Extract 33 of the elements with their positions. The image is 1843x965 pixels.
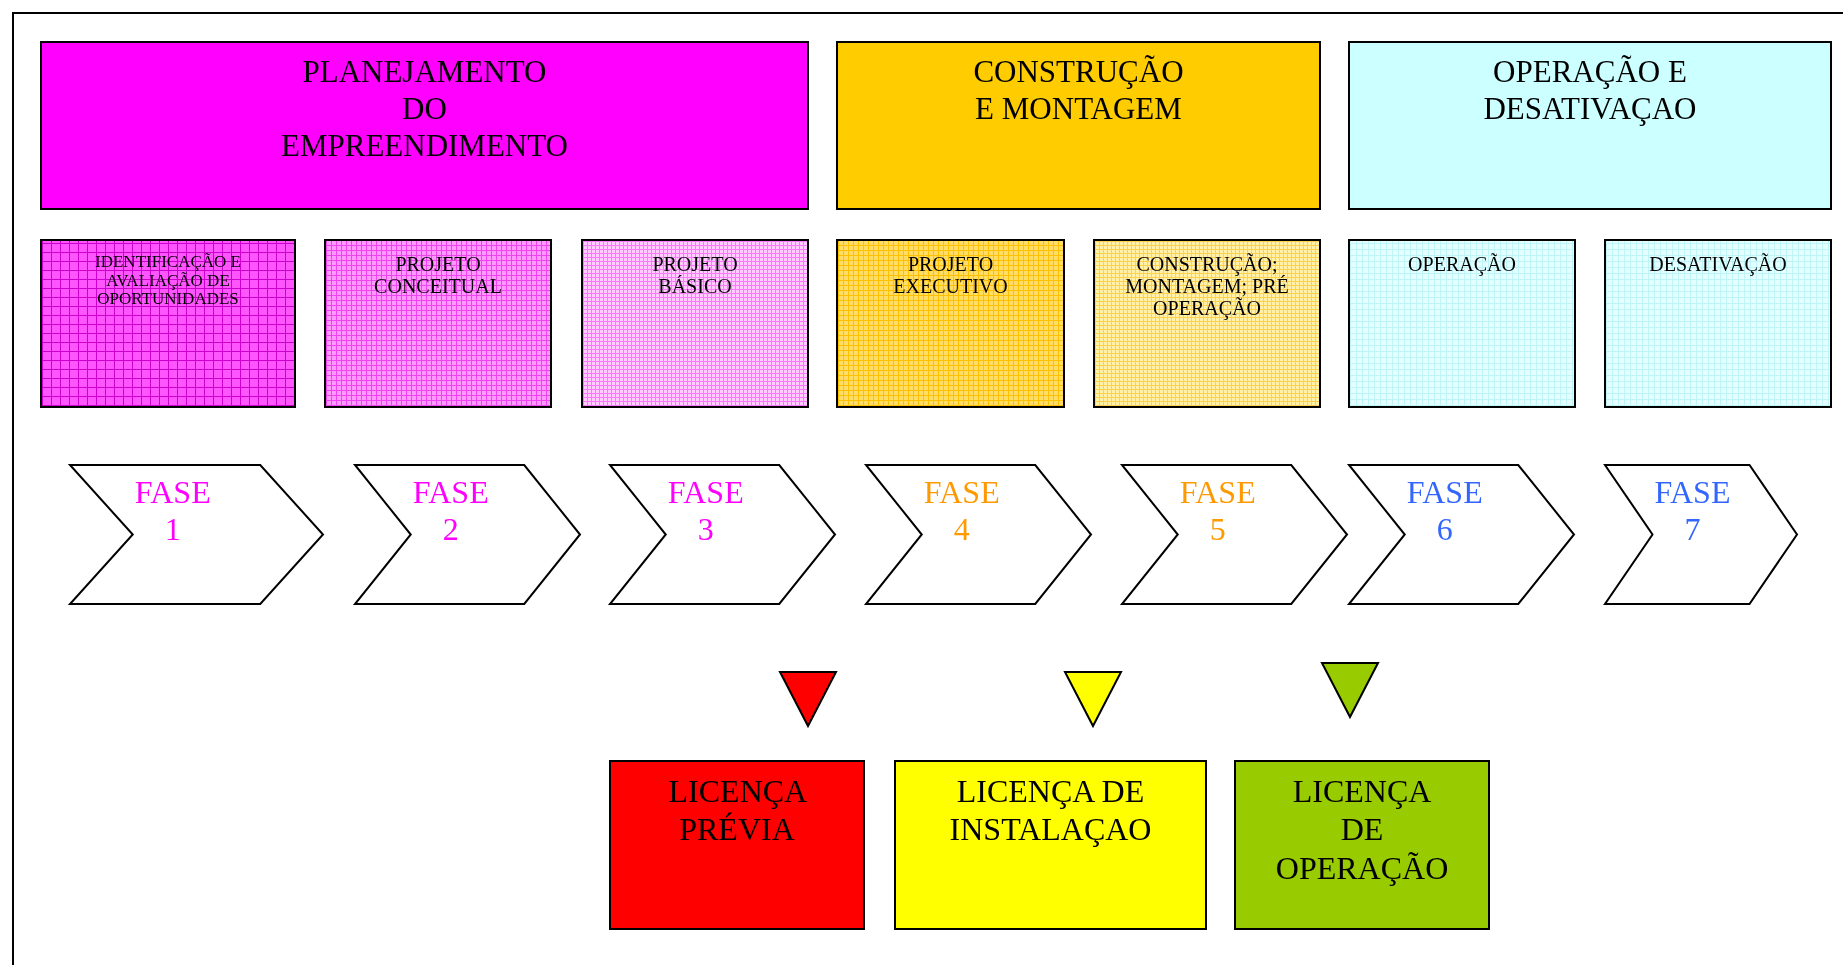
stage-header <box>1348 41 1832 210</box>
phase-label: FASE 6 <box>1405 474 1484 548</box>
phase-label: FASE 1 <box>133 474 212 548</box>
phase-label: FASE 5 <box>1178 474 1257 548</box>
license-box <box>894 760 1207 930</box>
activity-label: IDENTIFICAÇÃO E AVALIAÇÃO DE OPORTUNIDADES <box>94 253 242 310</box>
activity-box <box>324 239 552 408</box>
stage-header <box>40 41 809 210</box>
activity-label: CONSTRUÇÃO; MONTAGEM; PRÉ OPERAÇÃO <box>1124 253 1290 319</box>
activity-box <box>1604 239 1832 408</box>
heading-text: LICENÇA DE INSTALAÇAO <box>949 772 1152 849</box>
phase-label: FASE 2 <box>411 474 490 548</box>
phase-label: FASE 4 <box>922 474 1001 548</box>
heading-text: CONSTRUÇÃO E MONTAGEM <box>973 53 1184 128</box>
heading-text: LICENÇA DE OPERAÇÃO <box>1275 772 1449 888</box>
activity-label: DESATIVAÇÃO <box>1648 253 1788 275</box>
heading-text: LICENÇA PRÉVIA <box>668 772 806 849</box>
activity-box <box>1093 239 1321 408</box>
activity-label: PROJETO BÁSICO <box>651 253 739 297</box>
activity-box <box>1348 239 1576 408</box>
license-box <box>609 760 865 930</box>
license-box <box>1234 760 1490 930</box>
activity-label: PROJETO EXECUTIVO <box>892 253 1009 297</box>
activity-label: OPERAÇÃO <box>1407 253 1517 275</box>
phase-label: FASE 3 <box>666 474 745 548</box>
activity-box <box>581 239 809 408</box>
activity-box <box>40 239 296 408</box>
phase-label: FASE 7 <box>1653 474 1732 548</box>
activity-label: PROJETO CONCEITUAL <box>373 253 503 297</box>
stage-header <box>836 41 1321 210</box>
activity-box <box>836 239 1065 408</box>
heading-text: PLANEJAMENTO DO EMPREENDIMENTO <box>280 53 568 165</box>
heading-text: OPERAÇÃO E DESATIVAÇAO <box>1483 53 1697 128</box>
